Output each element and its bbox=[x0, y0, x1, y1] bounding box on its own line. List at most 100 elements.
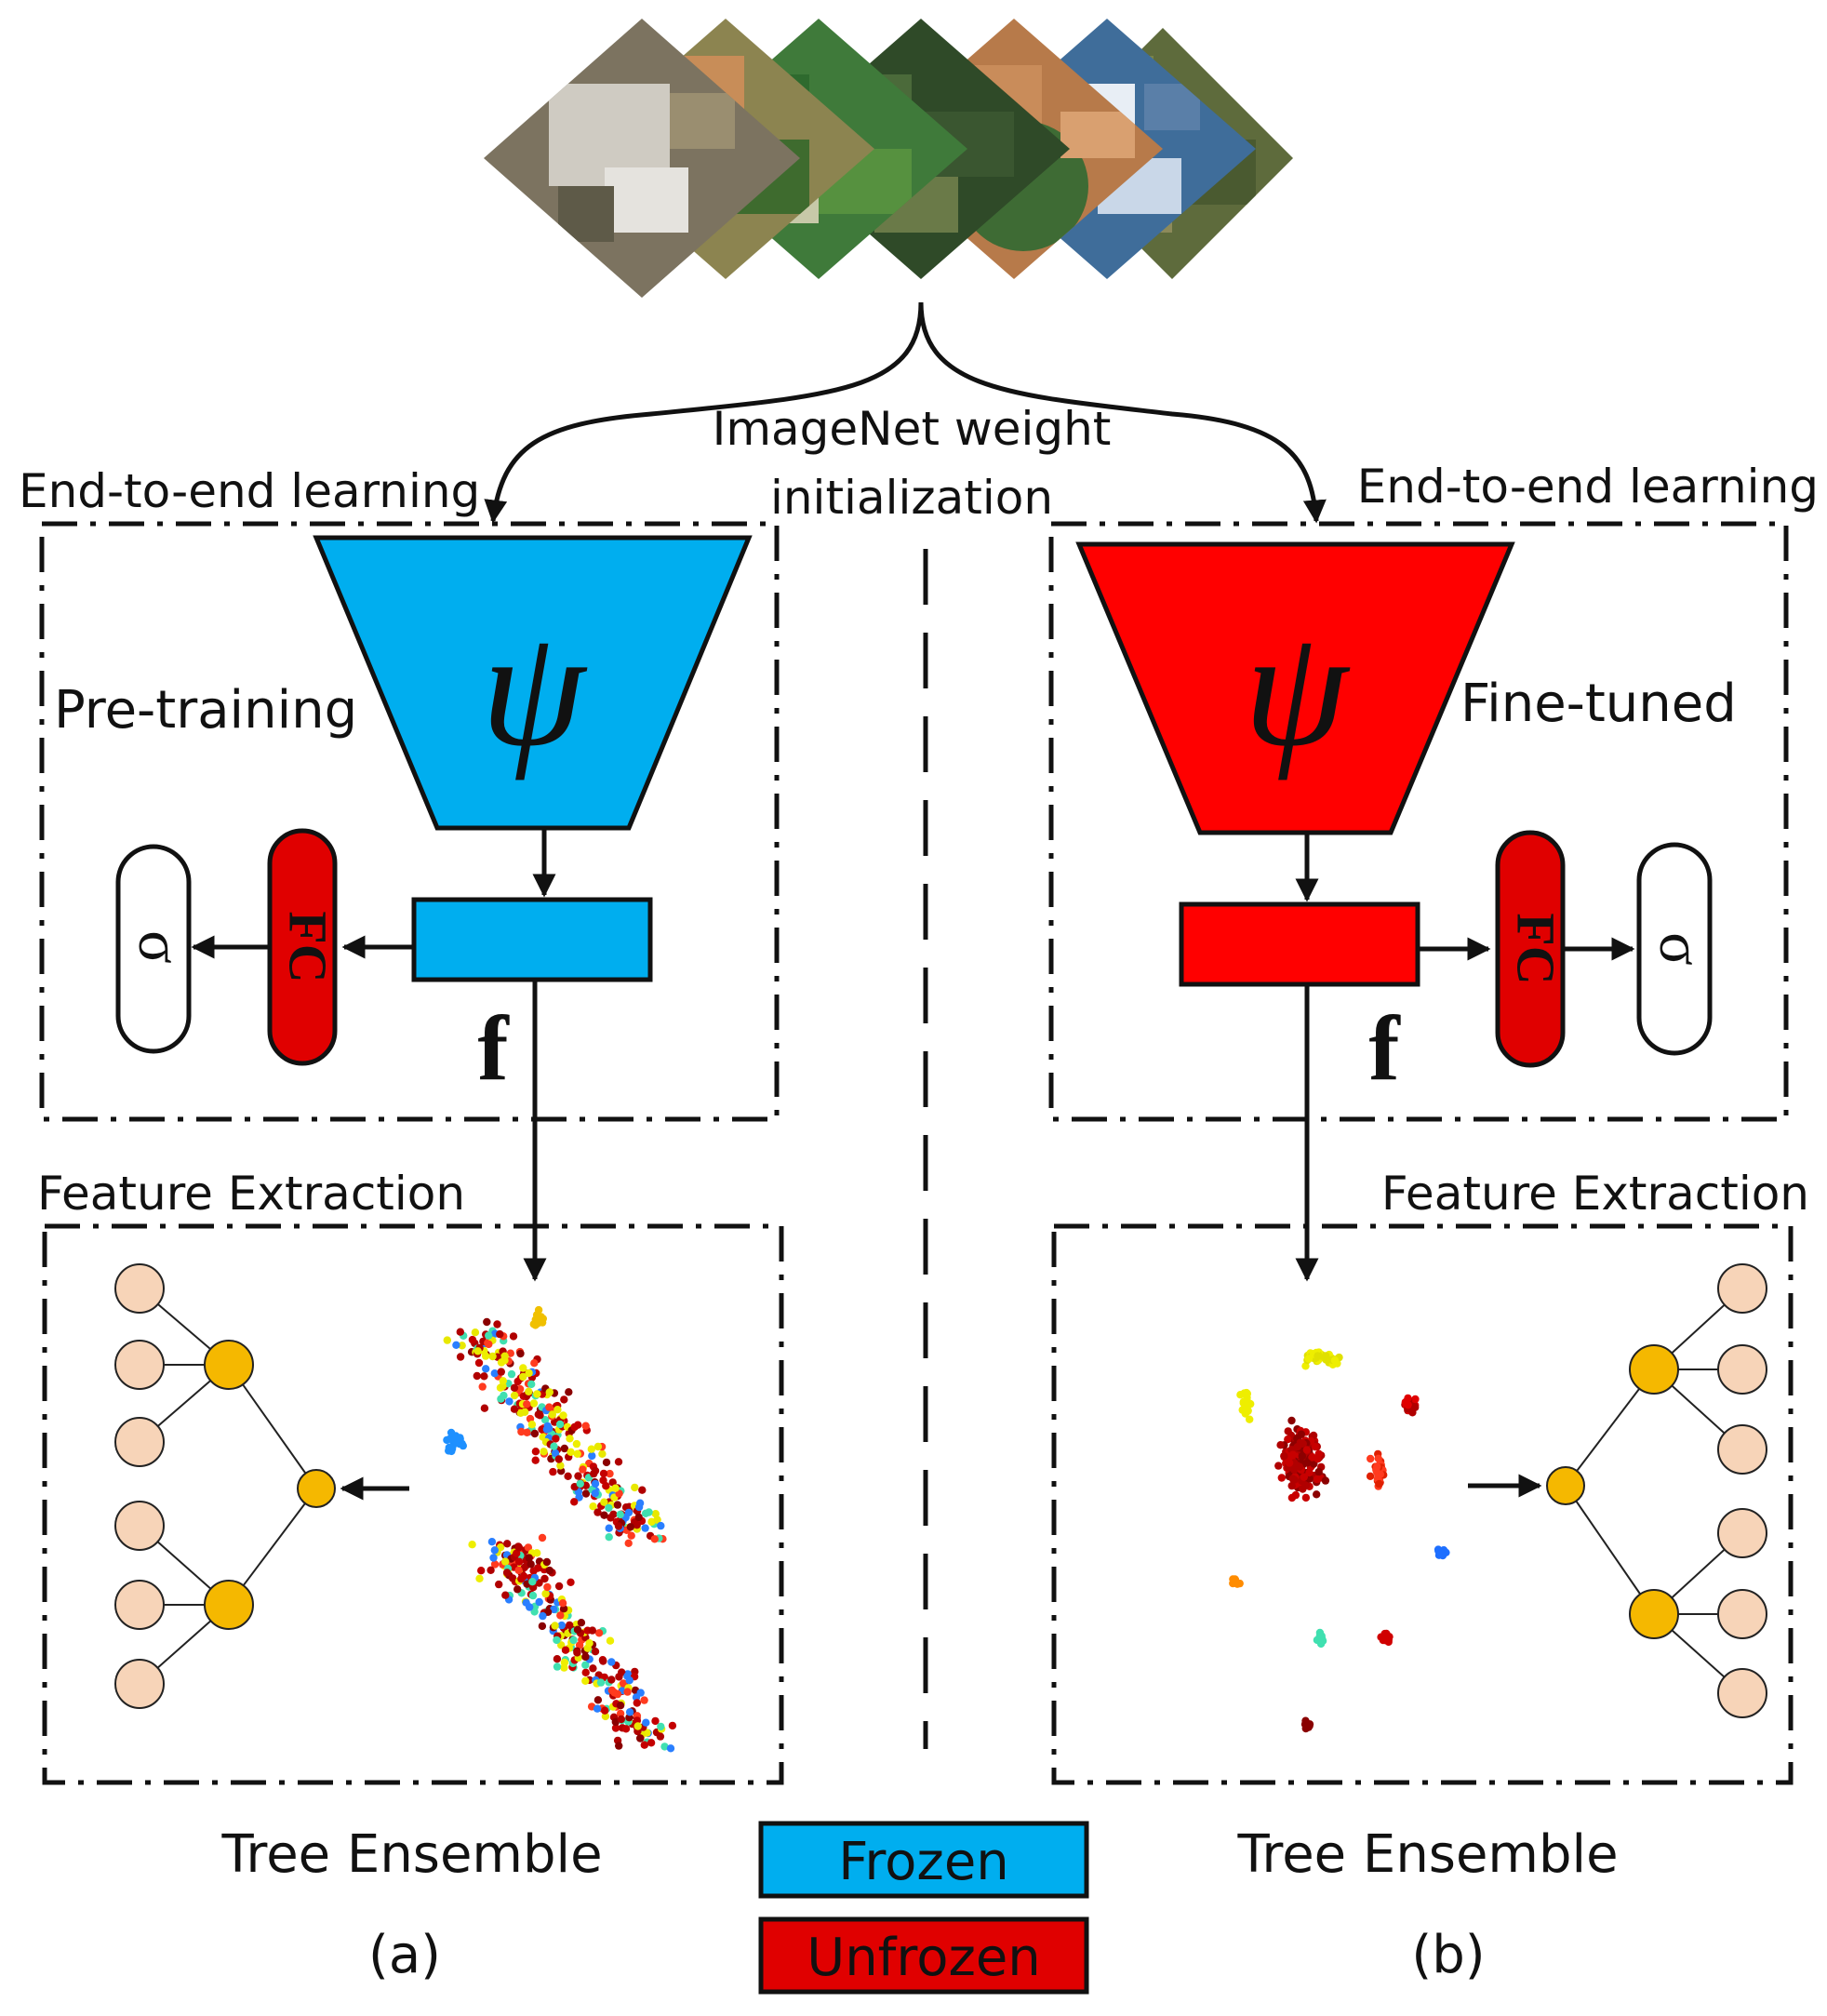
scatter-point bbox=[1314, 1352, 1322, 1360]
scatter-point bbox=[1305, 1468, 1314, 1477]
scatter-point bbox=[553, 1655, 562, 1663]
scatter-point bbox=[533, 1390, 541, 1398]
panel-b-training-box bbox=[1048, 521, 1789, 1122]
panel-b-feature-vector bbox=[1179, 901, 1420, 987]
branch-arrow-left bbox=[484, 301, 924, 524]
scatter-point bbox=[1290, 1475, 1299, 1484]
scatter-point bbox=[560, 1395, 568, 1404]
scatter-point bbox=[556, 1462, 565, 1470]
scatter-point bbox=[496, 1329, 504, 1339]
scatter-point bbox=[614, 1458, 623, 1466]
scatter-point bbox=[625, 1708, 634, 1716]
scatter-point bbox=[570, 1422, 579, 1432]
inner-node bbox=[1629, 1344, 1679, 1395]
scatter-point bbox=[609, 1510, 618, 1519]
scatter-point bbox=[1291, 1490, 1300, 1500]
root-node bbox=[297, 1469, 336, 1508]
scatter-point bbox=[527, 1421, 537, 1429]
scatter-point bbox=[505, 1397, 513, 1406]
branch-arrow-right bbox=[918, 301, 1327, 524]
panel-b-stage-label: Fine-tuned bbox=[1460, 674, 1737, 734]
scatter-point bbox=[642, 1718, 650, 1727]
scatter-point bbox=[514, 1543, 524, 1552]
scatter-point bbox=[581, 1676, 590, 1686]
leaf-node bbox=[114, 1263, 165, 1314]
scatter-point bbox=[548, 1410, 556, 1419]
scatter-point bbox=[514, 1557, 524, 1566]
tile-texture-7 bbox=[549, 84, 735, 242]
scatter-point bbox=[456, 1353, 465, 1361]
scatter-point bbox=[611, 1484, 620, 1492]
panel-a-caption: (a) bbox=[368, 1925, 441, 1985]
scatter-point bbox=[621, 1725, 631, 1733]
scatter-point bbox=[635, 1499, 645, 1507]
scatter-point bbox=[1238, 1406, 1247, 1414]
scatter-point bbox=[523, 1428, 531, 1437]
scatter-point bbox=[599, 1469, 608, 1478]
scatter-point bbox=[446, 1443, 454, 1452]
scatter-point bbox=[1229, 1579, 1237, 1588]
scatter-point bbox=[1380, 1629, 1389, 1638]
scatter-point bbox=[624, 1539, 633, 1548]
scatter-point bbox=[501, 1591, 510, 1599]
scatter-point bbox=[468, 1541, 476, 1549]
scatter-point bbox=[557, 1641, 566, 1649]
scatter-point bbox=[1313, 1475, 1322, 1484]
scatter-point bbox=[581, 1652, 590, 1662]
scatter-point bbox=[1235, 1579, 1244, 1588]
scatter-point bbox=[619, 1679, 628, 1688]
scatter-point bbox=[1367, 1454, 1375, 1463]
scatter-point bbox=[529, 1399, 539, 1408]
top-label-line2: initialization bbox=[770, 471, 1053, 525]
scatter-point bbox=[527, 1380, 536, 1389]
scatter-point bbox=[1304, 1355, 1314, 1363]
scatter-point bbox=[616, 1702, 625, 1710]
scatter-point bbox=[487, 1566, 495, 1575]
scatter-point bbox=[560, 1658, 569, 1667]
scatter-point bbox=[554, 1455, 563, 1463]
scatter-point bbox=[638, 1486, 647, 1494]
scatter-point bbox=[600, 1511, 608, 1519]
scatter-point bbox=[514, 1566, 523, 1575]
scatter-point bbox=[475, 1574, 484, 1583]
scatter-point bbox=[1284, 1435, 1292, 1444]
panel-b-extraction-box bbox=[1051, 1223, 1794, 1785]
scatter-point bbox=[581, 1661, 590, 1669]
scatter-point bbox=[1298, 1451, 1307, 1461]
scatter-point bbox=[485, 1340, 493, 1349]
scatter-point bbox=[452, 1341, 460, 1350]
leaf-node bbox=[1717, 1508, 1767, 1558]
scatter-point bbox=[530, 1608, 539, 1616]
legend: Frozen Unfrozen bbox=[758, 1821, 1089, 1995]
scatter-point bbox=[581, 1422, 590, 1430]
scatter-point bbox=[1380, 1635, 1389, 1645]
scatter-point bbox=[519, 1372, 527, 1382]
scatter-point bbox=[538, 1622, 547, 1631]
panel-a-ensemble-label: Tree Ensemble bbox=[220, 1824, 602, 1885]
scatter-point bbox=[495, 1580, 503, 1589]
scatter-point bbox=[602, 1482, 610, 1490]
scatter-point bbox=[542, 1557, 552, 1567]
scatter-point bbox=[549, 1467, 557, 1476]
scatter-point bbox=[1322, 1352, 1330, 1360]
scatter-point bbox=[1236, 1391, 1245, 1399]
legend-frozen-label: Frozen bbox=[838, 1832, 1009, 1892]
scatter-point bbox=[1301, 1362, 1310, 1370]
scatter-point bbox=[519, 1364, 527, 1372]
scatter-point bbox=[636, 1689, 645, 1697]
scatter-point bbox=[593, 1508, 602, 1516]
scatter-point bbox=[558, 1599, 567, 1608]
scatter-point bbox=[617, 1715, 625, 1724]
scatter-point bbox=[1246, 1415, 1254, 1423]
scatter-point bbox=[501, 1557, 510, 1566]
scatter-point bbox=[596, 1678, 606, 1687]
leaf-node bbox=[1717, 1668, 1767, 1718]
scatter-point bbox=[516, 1349, 525, 1358]
scatter-point bbox=[573, 1449, 581, 1459]
scatter-point bbox=[1293, 1443, 1302, 1451]
scatter-point bbox=[1404, 1401, 1412, 1409]
scatter-point bbox=[591, 1479, 600, 1489]
legend-unfrozen-label: Unfrozen bbox=[807, 1928, 1041, 1988]
scatter-point bbox=[523, 1400, 531, 1409]
scatter-point bbox=[474, 1358, 484, 1368]
